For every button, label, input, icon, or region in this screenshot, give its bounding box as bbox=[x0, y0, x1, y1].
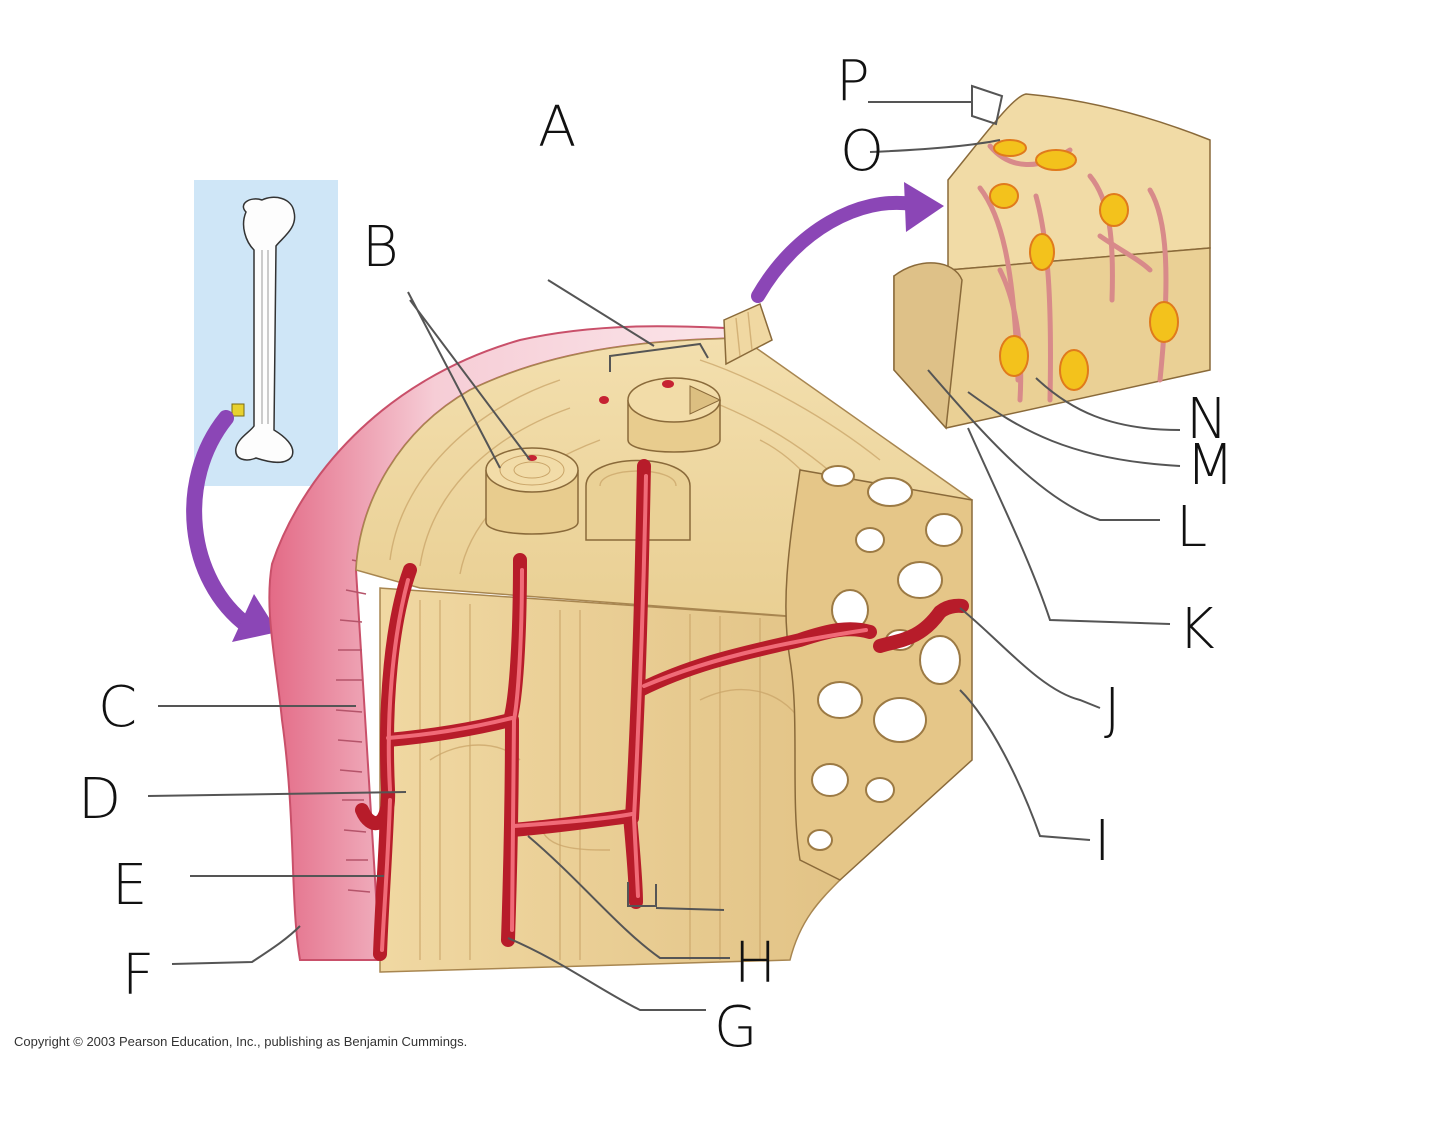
bone-cross-section bbox=[268, 302, 974, 973]
label-l: L bbox=[1176, 495, 1207, 560]
arrow-head-icon bbox=[232, 594, 278, 642]
osteon-detail bbox=[893, 93, 1211, 430]
section-marker bbox=[231, 403, 245, 417]
arrow-to-osteon-detail bbox=[751, 195, 919, 303]
central-canal bbox=[662, 380, 674, 388]
label-g: G bbox=[714, 995, 757, 1060]
label-c: C bbox=[98, 675, 137, 740]
label-a: A bbox=[538, 95, 576, 160]
label-i: I bbox=[1094, 809, 1111, 874]
label-b: B bbox=[362, 215, 399, 280]
central-canal-small bbox=[599, 396, 609, 404]
label-o: O bbox=[840, 119, 884, 184]
label-j: J bbox=[1104, 677, 1121, 742]
lamellae-front bbox=[419, 600, 801, 960]
label-h: H bbox=[734, 931, 776, 996]
blood-vessels bbox=[355, 459, 969, 961]
osteon-detail-top bbox=[947, 93, 1211, 271]
spongy-bone bbox=[785, 465, 973, 881]
label-k: K bbox=[1178, 597, 1215, 662]
lacunae bbox=[989, 139, 1179, 391]
long-bone-illustration bbox=[235, 196, 296, 463]
magnify-arrows bbox=[186, 182, 944, 642]
copyright-notice: Copyright © 2003 Pearson Education, Inc.… bbox=[14, 1034, 467, 1049]
arrow-to-section bbox=[186, 410, 256, 634]
label-n: N bbox=[1186, 387, 1228, 452]
labels: A B C D E F G H I J K L M N O P bbox=[78, 49, 1234, 1060]
osteon-left bbox=[485, 447, 579, 535]
osteon-center bbox=[627, 377, 722, 453]
leader-lines bbox=[147, 84, 1181, 1011]
label-m: M bbox=[1186, 433, 1234, 498]
osteon-sample-wedge bbox=[723, 302, 773, 366]
label-f: F bbox=[122, 943, 154, 1008]
arrow-head-icon bbox=[904, 182, 944, 232]
label-d: D bbox=[78, 767, 121, 832]
label-e: E bbox=[112, 853, 147, 918]
label-p: P bbox=[836, 49, 870, 114]
